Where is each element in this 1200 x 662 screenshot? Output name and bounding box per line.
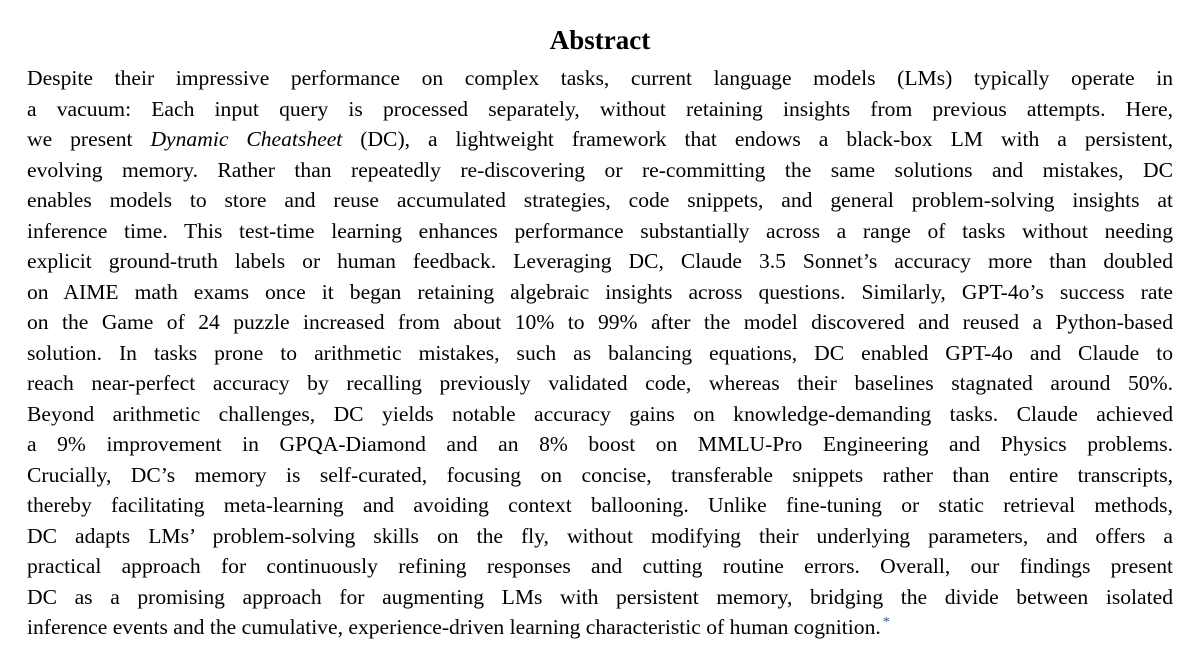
- abstract-line-with-name: we present Dynamic Cheatsheet (DC), a li…: [27, 124, 1173, 155]
- abstract-section: Abstract Despite their impressive perfor…: [27, 18, 1173, 643]
- abstract-line: DC adapts LMs’ problem-solving skills on…: [27, 523, 1173, 548]
- abstract-body: Despite their impressive performance on …: [27, 63, 1173, 643]
- footnote-marker-link[interactable]: *: [882, 614, 890, 630]
- framework-name: Dynamic Cheatsheet: [150, 127, 343, 151]
- abstract-line: on the Game of 24 puzzle increased from …: [27, 310, 1173, 334]
- abstract-line: Despite their impressive performance on …: [27, 66, 1173, 90]
- abstract-line: solution. In tasks prone to arithmetic m…: [27, 340, 1173, 365]
- abstract-line: reach near-perfect accuracy by recalling…: [27, 371, 1173, 395]
- abstract-line: DC as a promising approach for augmentin…: [27, 584, 1173, 609]
- abstract-text: inference events and the cumulative, exp…: [27, 615, 881, 639]
- abstract-line: on AIME math exams once it began retaini…: [27, 279, 1173, 304]
- abstract-line: practical approach for continuously refi…: [27, 554, 1173, 578]
- abstract-line: a vacuum: Each input query is processed …: [27, 96, 1173, 121]
- abstract-text: we present: [27, 127, 151, 151]
- abstract-heading: Abstract: [549, 25, 651, 55]
- abstract-line: Crucially, DC’s memory is self-curated, …: [27, 462, 1173, 487]
- abstract-line: a 9% improvement in GPQA-Diamond and an …: [27, 432, 1173, 456]
- abstract-line: inference time. This test-time learning …: [27, 218, 1173, 243]
- abstract-text: (DC), a lightweight framework that endow…: [342, 127, 1173, 151]
- abstract-line: thereby facilitating meta-learning and a…: [27, 493, 1173, 517]
- abstract-line: enables models to store and reuse accumu…: [27, 188, 1173, 212]
- abstract-line: Beyond arithmetic challenges, DC yields …: [27, 401, 1173, 426]
- abstract-line: explicit ground-truth labels or human fe…: [27, 249, 1173, 273]
- abstract-line: evolving memory. Rather than repeatedly …: [27, 157, 1173, 182]
- abstract-last-line: inference events and the cumulative, exp…: [27, 612, 1173, 643]
